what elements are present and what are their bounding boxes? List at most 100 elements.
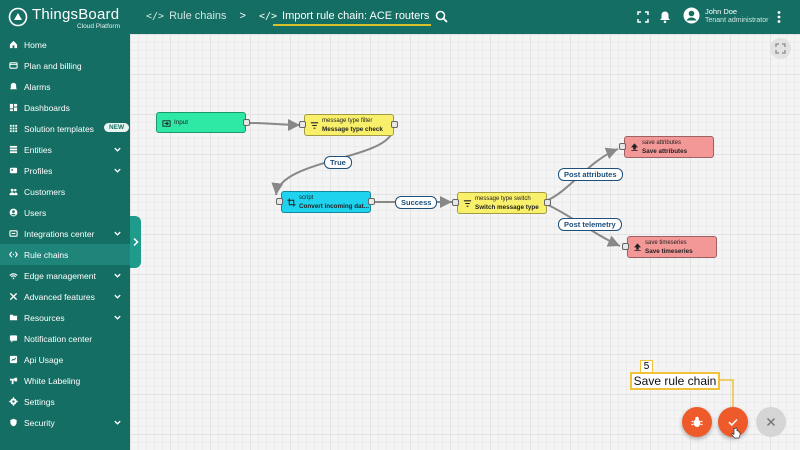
sidebar-item-label: Edge management [24, 270, 96, 281]
sidebar-item-label: Entities [24, 144, 52, 155]
sidebar-item-security[interactable]: Security [0, 412, 130, 433]
breadcrumb-rule-chains[interactable]: </> Rule chains [146, 10, 227, 22]
node-save-timeseries[interactable]: save timeseries Save timeseries [627, 236, 717, 258]
input-port[interactable] [276, 198, 283, 205]
chevron-down-icon [114, 168, 121, 173]
sidebar-item-solution-templates[interactable]: Solution templates NEW [0, 118, 130, 139]
white-label-icon [9, 377, 18, 385]
node-library-toggle[interactable] [130, 216, 141, 268]
settings-icon [9, 397, 18, 406]
input-port[interactable] [622, 243, 629, 250]
connection-label-success[interactable]: Success [395, 196, 438, 209]
node-name: Input [174, 119, 189, 126]
sidebar-item-api-usage[interactable]: Api Usage [0, 349, 130, 370]
search-icon[interactable] [434, 9, 450, 25]
notifications-bell-icon[interactable] [657, 9, 673, 25]
node-type: message type filter [322, 118, 373, 124]
sidebar-item-home[interactable]: Home [0, 34, 130, 55]
connection-input-filter [248, 118, 301, 131]
input-port[interactable] [299, 121, 306, 128]
output-port[interactable] [391, 121, 398, 128]
node-type: save attributes [642, 140, 682, 146]
connection-label-true[interactable]: True [324, 156, 352, 169]
chevron-down-icon [114, 273, 121, 278]
chevron-down-icon [114, 420, 121, 425]
sidebar-item-edge-management[interactable]: Edge management [0, 265, 130, 286]
output-port[interactable] [243, 119, 250, 126]
more-vert-icon[interactable] [771, 9, 787, 25]
input-port[interactable] [452, 199, 459, 206]
step-number: 5 [640, 360, 653, 374]
sidebar-item-rule-chains[interactable]: Rule chains [0, 244, 130, 265]
user-name: John Doe [705, 7, 738, 16]
breadcrumb: </> Rule chains > </> Import rule chain:… [146, 10, 432, 26]
node-input[interactable]: Input [156, 112, 246, 133]
output-port[interactable] [368, 198, 375, 205]
logo[interactable]: ThingsBoard Cloud Platform [8, 5, 128, 31]
sidebar-item-plan-and-billing[interactable]: Plan and billing [0, 55, 130, 76]
sidebar-item-label: Advanced features [24, 291, 95, 302]
sidebar-item-integrations-center[interactable]: Integrations center [0, 223, 130, 244]
crop-script-icon [287, 198, 296, 207]
billing-icon [9, 62, 18, 69]
node-message-type-switch[interactable]: message type switch Switch message type [457, 192, 547, 214]
close-icon [766, 417, 776, 427]
save-rule-chain-button[interactable] [718, 407, 748, 439]
templates-icon [9, 124, 18, 133]
sidebar-item-notification-center[interactable]: Notification center [0, 328, 130, 349]
sidebar-item-label: Security [24, 417, 55, 428]
sidebar-item-label: Home [24, 39, 47, 50]
sidebar-item-users[interactable]: Users [0, 202, 130, 223]
notification-icon [9, 335, 18, 343]
profiles-icon [9, 167, 18, 174]
sidebar-item-label: Settings [24, 396, 55, 407]
api-usage-icon [9, 355, 18, 364]
breadcrumb-current-label: Import rule chain: ACE routers [282, 10, 430, 22]
sidebar-item-alarms[interactable]: Alarms [0, 76, 130, 97]
node-save-attributes[interactable]: save attributes Save attributes [624, 136, 714, 158]
sidebar-item-white-labeling[interactable]: White Labeling [0, 370, 130, 391]
filter-icon [463, 200, 472, 207]
chevron-right-icon [133, 237, 139, 247]
tooltip-callout: Save rule chain [630, 372, 720, 390]
canvas-fullscreen-button[interactable] [770, 38, 791, 59]
customers-icon [9, 188, 18, 196]
sidebar-item-label: Solution templates [24, 123, 94, 134]
sidebar-item-label: Notification center [24, 333, 93, 344]
new-badge: NEW [104, 123, 130, 132]
connection-label-post-telemetry[interactable]: Post telemetry [558, 218, 622, 231]
cancel-button[interactable] [756, 407, 786, 437]
users-icon [9, 208, 18, 217]
sidebar-item-label: Customers [24, 186, 66, 197]
input-icon [162, 120, 171, 127]
node-message-type-filter[interactable]: message type filter Message type check [304, 114, 394, 136]
input-port[interactable] [619, 143, 626, 150]
upload-icon [631, 143, 638, 152]
breadcrumb-parent-label: Rule chains [169, 10, 227, 22]
node-script[interactable]: script Convert incoming dat... [281, 191, 371, 213]
connection-label-post-attributes[interactable]: Post attributes [558, 168, 623, 181]
sidebar-item-customers[interactable]: Customers [0, 181, 130, 202]
sidebar-item-profiles[interactable]: Profiles [0, 160, 130, 181]
callout-pointer [720, 379, 734, 408]
sidebar-item-label: Alarms [24, 81, 51, 92]
sidebar-item-settings[interactable]: Settings [0, 391, 130, 412]
node-name: Save attributes [642, 148, 688, 155]
dashboard-icon [9, 103, 18, 112]
avatar-icon[interactable] [683, 7, 700, 24]
integrations-icon [9, 230, 18, 237]
shield-icon [10, 418, 17, 427]
sidebar-item-dashboards[interactable]: Dashboards [0, 97, 130, 118]
sidebar-item-advanced-features[interactable]: Advanced features [0, 286, 130, 307]
debug-button[interactable] [682, 407, 712, 437]
sidebar-item-entities[interactable]: Entities [0, 139, 130, 160]
rule-chains-icon [9, 251, 18, 258]
sidebar-item-label: Users [24, 207, 47, 218]
chevron-down-icon [114, 315, 121, 320]
fullscreen-icon[interactable] [635, 9, 651, 25]
logo-text: ThingsBoard [32, 6, 120, 23]
code-icon: </> [146, 10, 165, 22]
output-port[interactable] [544, 199, 551, 206]
sidebar-item-resources[interactable]: Resources [0, 307, 130, 328]
hand-cursor-icon [731, 427, 741, 439]
